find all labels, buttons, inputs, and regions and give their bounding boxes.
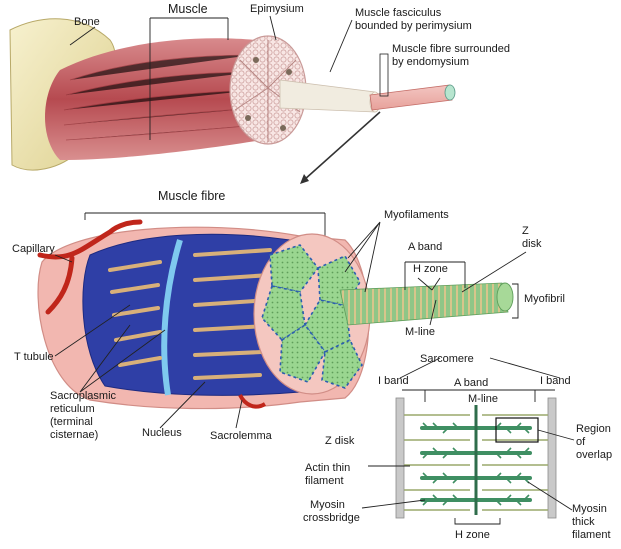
label-a-band-sarc: A band	[454, 377, 488, 389]
label-muscle-fibre: Muscle fibre	[158, 189, 225, 203]
label-m-line-middle: M-line	[405, 326, 435, 338]
label-fasciculus-2: bounded by perimysium	[355, 20, 472, 32]
label-a-band: A band	[408, 241, 442, 253]
label-i-band-right: I band	[540, 375, 571, 387]
label-fibre-2: by endomysium	[392, 56, 469, 68]
zoom-arrow	[304, 112, 380, 180]
myofibril-end	[497, 283, 513, 311]
label-sr-1: Sacroplasmic	[50, 390, 117, 402]
label-myosin-thick-2: thick	[572, 516, 595, 528]
z-disk-left	[396, 398, 404, 518]
label-myosin-cb-2: crossbridge	[303, 512, 360, 524]
label-sarcolemma: Sacrolemma	[210, 430, 273, 442]
label-capillary: Capillary	[12, 243, 55, 255]
label-nucleus: Nucleus	[142, 427, 182, 439]
label-sr-4: cisternae)	[50, 429, 98, 441]
label-h-zone: H zone	[413, 263, 448, 275]
fasciculus-tube	[280, 80, 375, 112]
label-epimysium: Epimysium	[250, 3, 304, 15]
label-myosin-thick-3: filament	[572, 529, 611, 541]
fibre-bundle	[370, 85, 452, 110]
zoom-arrowhead	[300, 174, 309, 184]
label-overlap-1: Region	[576, 423, 611, 435]
label-z-disk-sarc: Z disk	[325, 435, 355, 447]
label-overlap-3: overlap	[576, 449, 612, 461]
label-fibre-1: Muscle fibre surrounded	[392, 43, 510, 55]
label-m-line-sarc: M-line	[468, 393, 498, 405]
label-i-band-left: I band	[378, 375, 409, 387]
label-myofilaments: Myofilaments	[384, 209, 449, 221]
label-sr-3: (terminal	[50, 416, 93, 428]
label-t-tubule: T tubule	[14, 351, 54, 363]
label-myosin-cb-1: Myosin	[310, 499, 345, 511]
label-sr-2: reticulum	[50, 403, 95, 415]
label-fasciculus-1: Muscle fasciculus	[355, 7, 442, 19]
label-myosin-thick-1: Myosin	[572, 503, 607, 515]
top-section: Bone Muscle Epimysium Muscle fasciculus …	[10, 2, 510, 184]
label-muscle: Muscle	[168, 2, 208, 16]
label-sarcomere: Sarcomere	[420, 353, 474, 365]
label-bone: Bone	[74, 16, 100, 28]
label-z-disk-1: Z	[522, 225, 529, 237]
label-h-zone-sarc: H zone	[455, 529, 490, 541]
label-myofibril: Myofibril	[524, 293, 565, 305]
label-z-disk-2: disk	[522, 238, 542, 250]
label-actin-1: Actin thin	[305, 462, 350, 474]
label-actin-2: filament	[305, 475, 344, 487]
fibre-bracket	[380, 54, 388, 96]
label-overlap-2: of	[576, 436, 586, 448]
z-disk-right	[548, 398, 556, 518]
